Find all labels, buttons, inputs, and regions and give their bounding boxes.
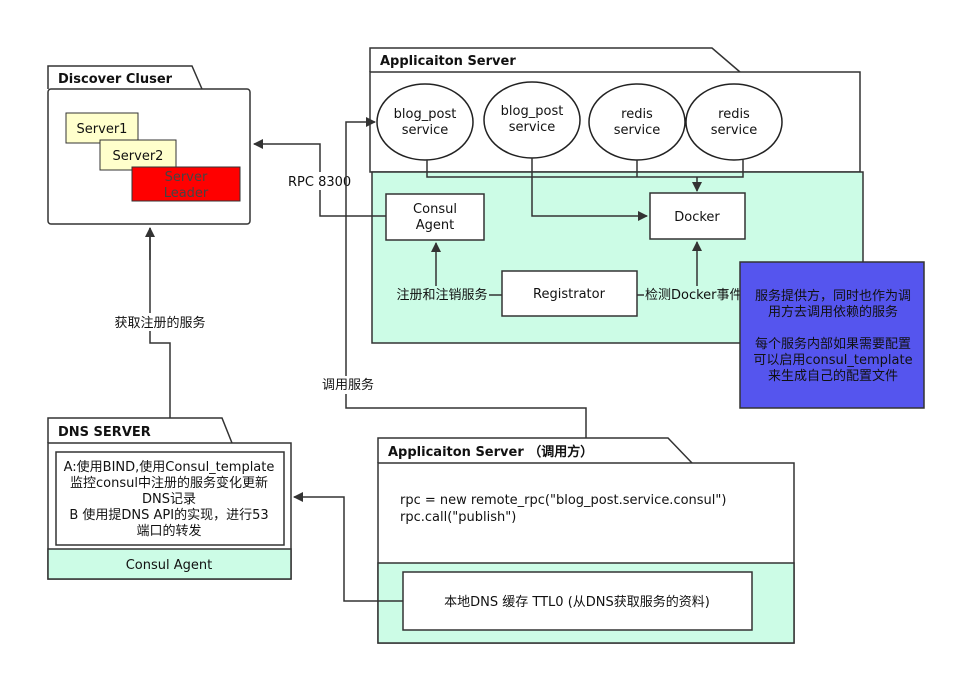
server1-box: Server1 xyxy=(65,112,139,144)
note-line-4: 可以启用consul_template xyxy=(753,353,912,368)
consul-agent-box: Consul Agent xyxy=(385,193,485,241)
service-blog-post-2: blog_post service xyxy=(483,81,581,159)
server-leader-label-1: Server xyxy=(165,170,208,185)
label-register-services: 注册和注销服务 xyxy=(396,287,487,303)
dns-description-box: A:使用BIND,使用Consul_template 监控consul中注册的服… xyxy=(55,451,285,546)
dns-desc-line-3: DNS记录 xyxy=(142,492,196,507)
note-line-2: 用方去调用依赖的服务 xyxy=(768,304,898,320)
local-dns-cache-box: 本地DNS 缓存 TTL0 (从DNS获取服务的资料) xyxy=(402,571,753,631)
service-label: blog_post xyxy=(394,107,457,122)
label-bg xyxy=(318,376,376,394)
service-bus-line xyxy=(426,160,744,178)
label-call-service: 调用服务 xyxy=(322,377,374,393)
note-line-1: 服务提供方，同时也作为调 xyxy=(755,288,911,304)
dns-consul-agent-label: Consul Agent xyxy=(126,558,213,573)
registrator-label: Registrator xyxy=(533,287,606,302)
service-label: blog_post xyxy=(501,104,564,119)
service-label: redis xyxy=(718,107,750,122)
service-label: redis xyxy=(621,107,653,122)
note-box: 服务提供方，同时也作为调 用方去调用依赖的服务 每个服务内部如果需要配置 可以启… xyxy=(739,261,925,409)
arrow-dns-to-cluster xyxy=(149,228,171,418)
dns-desc-line-5: 端口的转发 xyxy=(136,523,201,539)
docker-label: Docker xyxy=(674,210,720,225)
server-leader-box: Server Leader xyxy=(131,166,241,202)
app-server-caller-title: Applicaiton Server （调用方） xyxy=(388,444,593,460)
code-line-2: rpc.call("publish") xyxy=(400,510,516,525)
label-detect-docker-event: 检测Docker事件 xyxy=(645,288,743,303)
service-blog-post-1: blog_post service xyxy=(376,83,474,161)
app-server-top-title: Applicaiton Server xyxy=(380,54,516,69)
consul-agent-label-2: Agent xyxy=(416,218,454,233)
dns-server-title: DNS SERVER xyxy=(58,425,151,440)
server2-label: Server2 xyxy=(113,149,164,164)
service-redis-1: redis service xyxy=(588,83,686,161)
dns-desc-line-1: A:使用BIND,使用Consul_template xyxy=(64,459,275,475)
service-label: service xyxy=(711,123,758,138)
label-bg xyxy=(286,172,350,190)
label-bg xyxy=(644,286,740,304)
dns-consul-agent-bar xyxy=(47,548,292,580)
server1-label: Server1 xyxy=(77,122,128,137)
service-label: service xyxy=(509,120,556,135)
note-line-5: 来生成自己的配置文件 xyxy=(768,368,898,384)
local-dns-cache-label: 本地DNS 缓存 TTL0 (从DNS获取服务的资料) xyxy=(444,594,710,610)
service-label: service xyxy=(402,123,449,138)
label-bg xyxy=(395,286,489,304)
arrow-localdns-to-dns xyxy=(293,492,403,602)
discover-cluster-title: Discover Cluser xyxy=(58,72,173,87)
label-rpc-8300: RPC 8300 xyxy=(288,175,351,190)
label-bg xyxy=(110,313,210,331)
arrow-caller-to-services xyxy=(345,117,587,438)
note-line-3: 每个服务内部如果需要配置 xyxy=(755,336,911,352)
dns-desc-line-2: 监控consul中注册的服务变化更新 xyxy=(70,475,268,491)
server2-box: Server2 xyxy=(99,139,177,171)
code-line-1: rpc = new remote_rpc("blog_post.service.… xyxy=(400,493,726,508)
arrow-blogpost-to-docker xyxy=(531,158,648,221)
service-redis-2: redis service xyxy=(685,83,783,161)
docker-box: Docker xyxy=(649,192,746,240)
consul-agent-label-1: Consul xyxy=(413,202,457,217)
service-label: service xyxy=(614,123,661,138)
label-get-registered-services: 获取注册的服务 xyxy=(114,315,205,331)
dns-desc-line-4: B 使用提DNS API的实现，进行53 xyxy=(69,507,268,523)
server-leader-label-2: Leader xyxy=(164,186,209,201)
registrator-box: Registrator xyxy=(501,270,638,317)
